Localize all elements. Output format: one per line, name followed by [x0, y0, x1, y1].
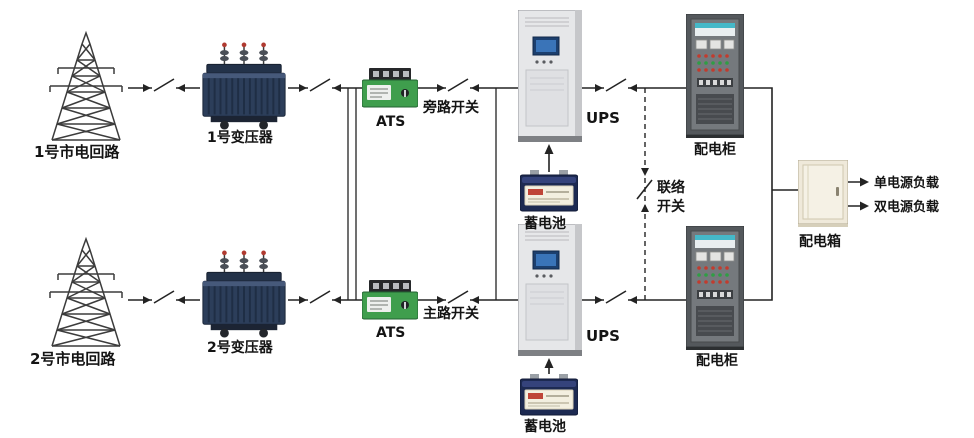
battery-2 — [520, 374, 578, 416]
label-main-switch: 主路开关 — [423, 305, 479, 322]
label-load-dual: 双电源负载 — [874, 199, 939, 215]
switch-incoming-1 — [142, 78, 186, 93]
battery-feed-arrow-2 — [544, 358, 554, 374]
transformer-2 — [201, 249, 287, 338]
battery-feed-arrow-1 — [544, 144, 554, 172]
switch-ups-output-1 — [594, 78, 638, 93]
label-bypass-switch: 旁路开关 — [422, 99, 479, 116]
battery-1 — [520, 170, 578, 212]
ats-2 — [362, 280, 418, 320]
label-cabinet-2: 配电柜 — [696, 352, 738, 369]
label-distribution-box: 配电箱 — [799, 233, 841, 250]
label-circuit-1: 1号市电回路 — [34, 143, 120, 161]
transmission-tower-2 — [49, 238, 123, 347]
transformer-1 — [201, 41, 287, 130]
switch-transformer-2 — [298, 290, 342, 305]
distribution-cabinet-2 — [686, 226, 744, 350]
wiring-lines — [128, 87, 861, 301]
label-transformer-1: 1号变压器 — [207, 129, 274, 146]
switch-transformer-1 — [298, 78, 342, 93]
tie-switch-symbol — [636, 168, 653, 212]
ups-cabinet-1 — [518, 10, 582, 142]
distribution-box — [798, 160, 848, 228]
label-circuit-2: 2号市电回路 — [30, 350, 116, 368]
label-cabinet-1: 配电柜 — [694, 141, 736, 158]
label-ups-2: UPS — [586, 327, 620, 345]
load-arrow-dual — [860, 201, 869, 211]
switch-bypass — [436, 78, 480, 93]
label-load-single: 单电源负载 — [874, 175, 939, 191]
label-ats-2: ATS — [376, 325, 405, 341]
load-arrow-single — [860, 177, 869, 187]
label-tie-switch-line2: 开关 — [657, 198, 685, 215]
switch-ups-output-2 — [594, 290, 638, 305]
switch-main — [436, 290, 480, 305]
label-ats-1: ATS — [376, 114, 405, 130]
label-battery-2: 蓄电池 — [524, 418, 566, 435]
ats-1 — [362, 68, 418, 108]
distribution-cabinet-1 — [686, 14, 744, 138]
label-transformer-2: 2号变压器 — [207, 339, 274, 356]
label-ups-1: UPS — [586, 109, 620, 127]
label-battery-1: 蓄电池 — [524, 215, 566, 232]
switch-incoming-2 — [142, 290, 186, 305]
label-tie-switch-line1: 联络 — [657, 179, 685, 196]
ups-cabinet-2 — [518, 224, 582, 356]
transmission-tower-1 — [49, 32, 123, 141]
